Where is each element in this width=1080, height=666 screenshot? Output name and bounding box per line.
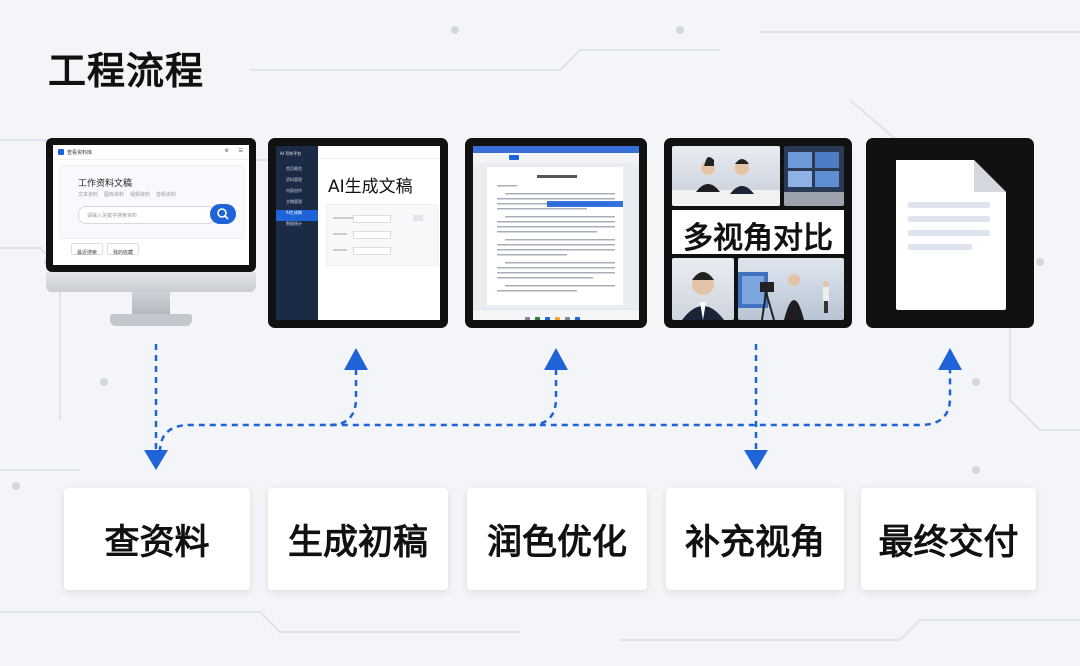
arrow-up-3 bbox=[529, 370, 558, 427]
chip[interactable]: 图库资料 bbox=[104, 192, 125, 198]
monitor-neck bbox=[132, 292, 170, 314]
document-page bbox=[487, 167, 623, 305]
sidebar-item[interactable]: 资料管理 bbox=[286, 177, 302, 182]
perspective-collage: 多视角对比 bbox=[664, 138, 852, 328]
arrowhead-up-3 bbox=[544, 348, 568, 370]
caption-text: 多视角对比 bbox=[683, 221, 833, 256]
brand: AI 写作平台 bbox=[280, 151, 302, 156]
search-icon bbox=[217, 208, 229, 220]
editor-screenshot bbox=[465, 138, 647, 328]
top-bar bbox=[318, 146, 440, 159]
final-document-panel bbox=[866, 138, 1034, 328]
form-field[interactable] bbox=[353, 231, 391, 239]
sidebar-item[interactable]: 文稿管理 bbox=[286, 199, 302, 204]
document-area bbox=[473, 163, 639, 309]
chip[interactable]: 文本资料 bbox=[78, 192, 99, 198]
ai-draft-screenshot: AI 写作平台 首页概览 资料管理 内容创作 文稿管理 AI生成稿 数据统计 A… bbox=[268, 138, 448, 328]
logo-icon bbox=[58, 149, 64, 155]
step-label: 查资料 bbox=[104, 522, 210, 563]
favorites-button[interactable]: 我的收藏 bbox=[107, 243, 139, 256]
step-card-perspective: 补充视角 bbox=[666, 488, 844, 590]
sidebar: AI 写作平台 首页概览 资料管理 内容创作 文稿管理 AI生成稿 数据统计 bbox=[276, 146, 318, 320]
document-text-lines bbox=[497, 175, 623, 292]
search-heading: 工作资料文稿 bbox=[78, 179, 133, 189]
sidebar-item-active[interactable]: AI生成稿 bbox=[276, 210, 318, 221]
arrowhead-up-5 bbox=[938, 348, 962, 370]
recent-button[interactable]: 最近搜索 bbox=[71, 243, 103, 256]
search-placeholder: 请输入关键字搜索资料 bbox=[87, 213, 138, 219]
monitor-chin bbox=[46, 272, 256, 292]
monitor-screenshot: 查看资料库 ⚙ ☰ 工作资料文稿 文本资料 图库资料 视频资料 音频资料 请输入… bbox=[46, 138, 256, 330]
step-card-polish: 润色优化 bbox=[467, 488, 647, 590]
step-label: 润色优化 bbox=[486, 522, 627, 563]
portrait-photo bbox=[672, 258, 734, 320]
studio-photo bbox=[738, 258, 844, 320]
arrowhead-down-1 bbox=[144, 450, 168, 470]
flow-baseline bbox=[158, 370, 952, 453]
sidebar-item[interactable]: 内容创作 bbox=[286, 188, 302, 193]
step-card-delivery: 最终交付 bbox=[861, 488, 1036, 590]
taskbar bbox=[473, 309, 639, 320]
step-label: 最终交付 bbox=[878, 522, 1019, 563]
toggle[interactable] bbox=[413, 215, 423, 221]
sidebar-item[interactable]: 首页概览 bbox=[286, 166, 302, 171]
menu-icon[interactable]: ☰ bbox=[238, 148, 243, 154]
form-panel bbox=[326, 204, 438, 266]
arrowhead-down-4 bbox=[744, 450, 768, 470]
document-icon bbox=[896, 160, 1006, 310]
chip[interactable]: 视频资料 bbox=[130, 192, 151, 198]
page-title: 工程流程 bbox=[48, 49, 205, 93]
gear-icon[interactable]: ⚙ bbox=[224, 148, 229, 154]
step-label: 补充视角 bbox=[684, 522, 825, 563]
step-label: 生成初稿 bbox=[287, 522, 428, 563]
monitors-photo bbox=[784, 146, 844, 206]
form-field[interactable] bbox=[353, 247, 391, 255]
news-desk-photo bbox=[672, 146, 780, 206]
monitor-base bbox=[110, 314, 192, 326]
caption-box: 多视角对比 bbox=[672, 210, 844, 256]
chip-row: 文本资料 图库资料 视频资料 音频资料 bbox=[78, 191, 176, 198]
ai-heading: AI生成文稿 bbox=[328, 177, 413, 197]
arrowhead-up-2 bbox=[344, 348, 368, 370]
arrow-up-2 bbox=[329, 370, 358, 427]
step-card-draft: 生成初稿 bbox=[268, 488, 448, 590]
search-button[interactable] bbox=[210, 204, 236, 224]
step-card-research: 查资料 bbox=[64, 488, 250, 590]
chip[interactable]: 音频资料 bbox=[156, 192, 177, 198]
app-name: 查看资料库 bbox=[67, 150, 93, 156]
form-field[interactable] bbox=[353, 215, 391, 223]
sidebar-item[interactable]: 数据统计 bbox=[286, 221, 302, 226]
title-bar bbox=[473, 146, 639, 153]
